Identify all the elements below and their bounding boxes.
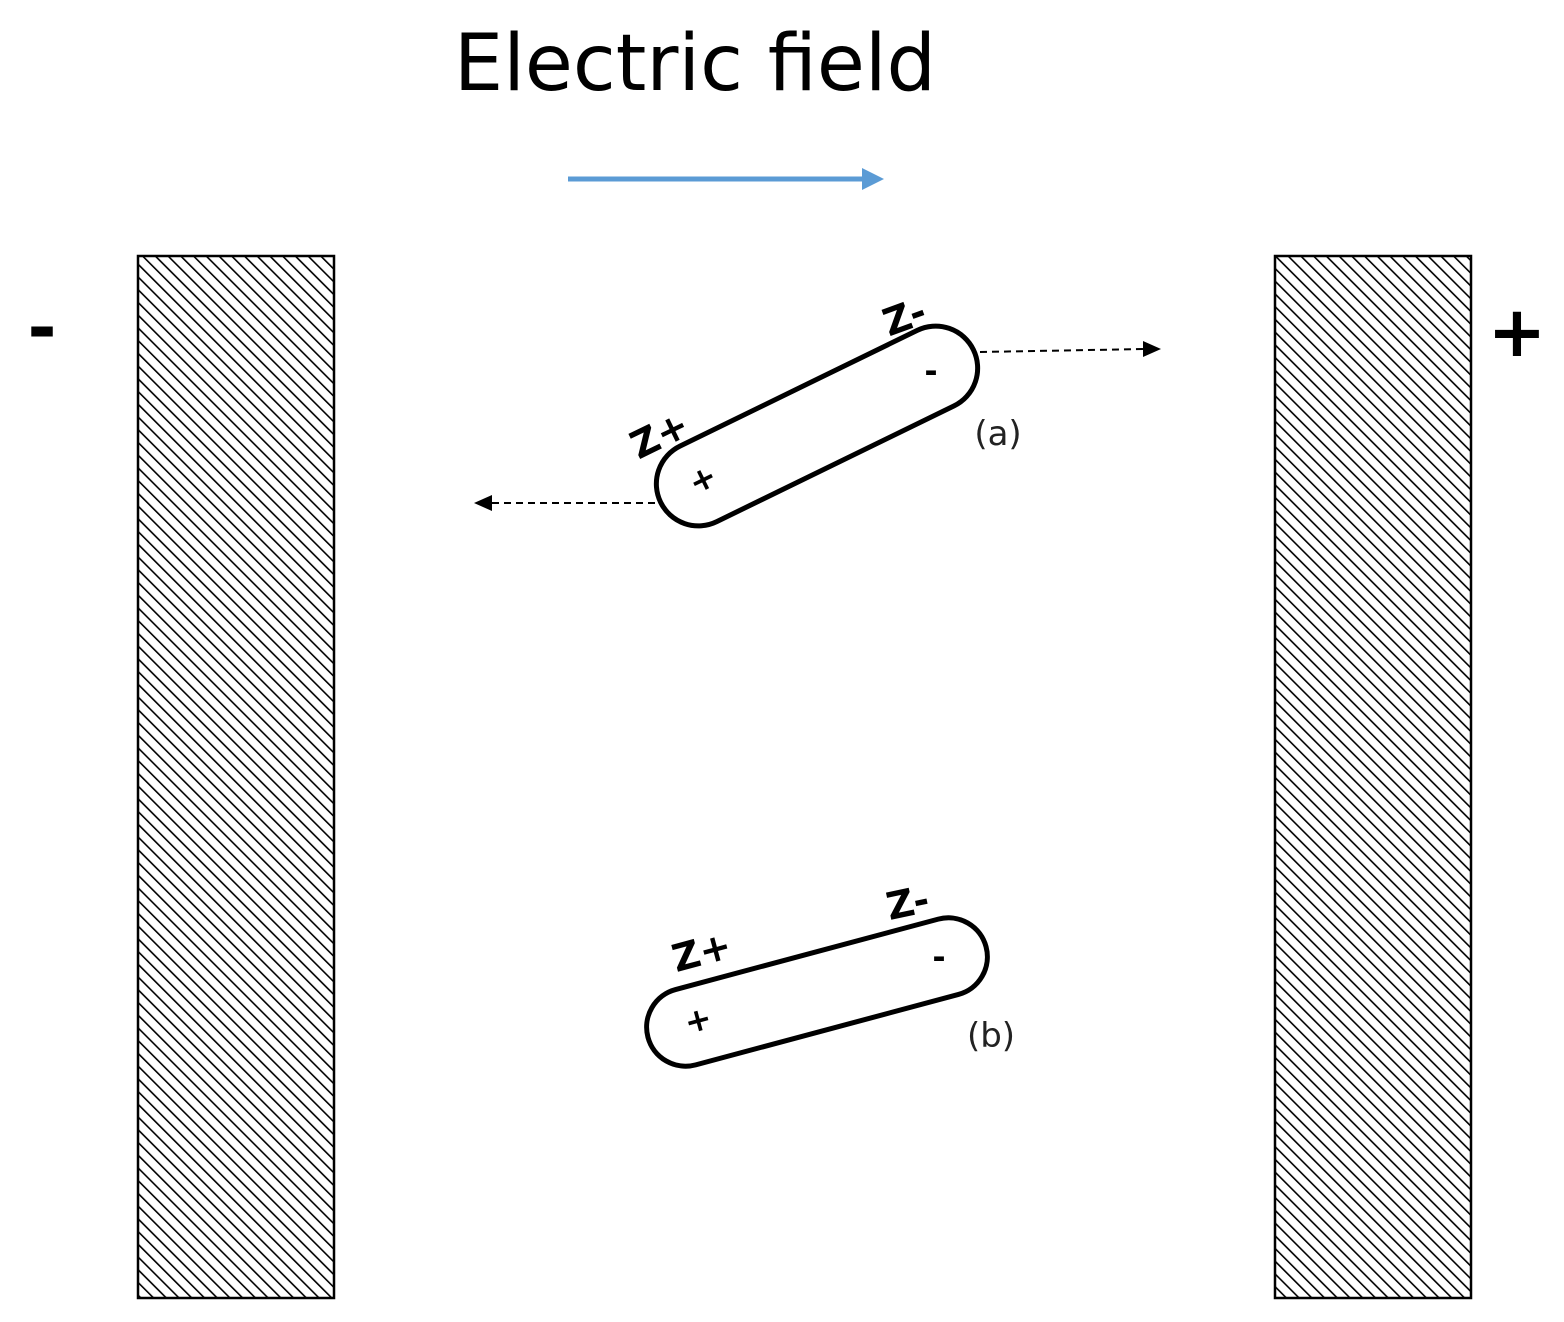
negative-terminal-sign: -	[27, 287, 56, 369]
particle-a: + - Z+ Z- (a)	[623, 289, 1022, 529]
dashed-arrow-left-icon	[474, 495, 655, 511]
particle-b-caption: (b)	[967, 1016, 1015, 1056]
dashed-arrow-right-icon	[979, 341, 1161, 357]
particle-a-caption: (a)	[974, 414, 1021, 454]
particle-a-negative-charge: -	[924, 352, 937, 390]
particle-a-body	[653, 323, 981, 529]
positive-terminal-sign: +	[1488, 291, 1547, 373]
negative-electrode	[136, 254, 336, 1300]
particle-b-body	[644, 915, 990, 1069]
particle-b: + - Z+ Z- (b)	[644, 877, 1015, 1069]
arrow-right-icon	[568, 168, 884, 190]
particle-b-positive-end-label: Z+	[667, 923, 736, 981]
diagram-title: Electric field	[454, 19, 936, 109]
particle-b-negative-charge: -	[932, 938, 945, 976]
particle-b-negative-end-label: Z-	[882, 877, 933, 929]
positive-electrode	[1273, 254, 1473, 1300]
